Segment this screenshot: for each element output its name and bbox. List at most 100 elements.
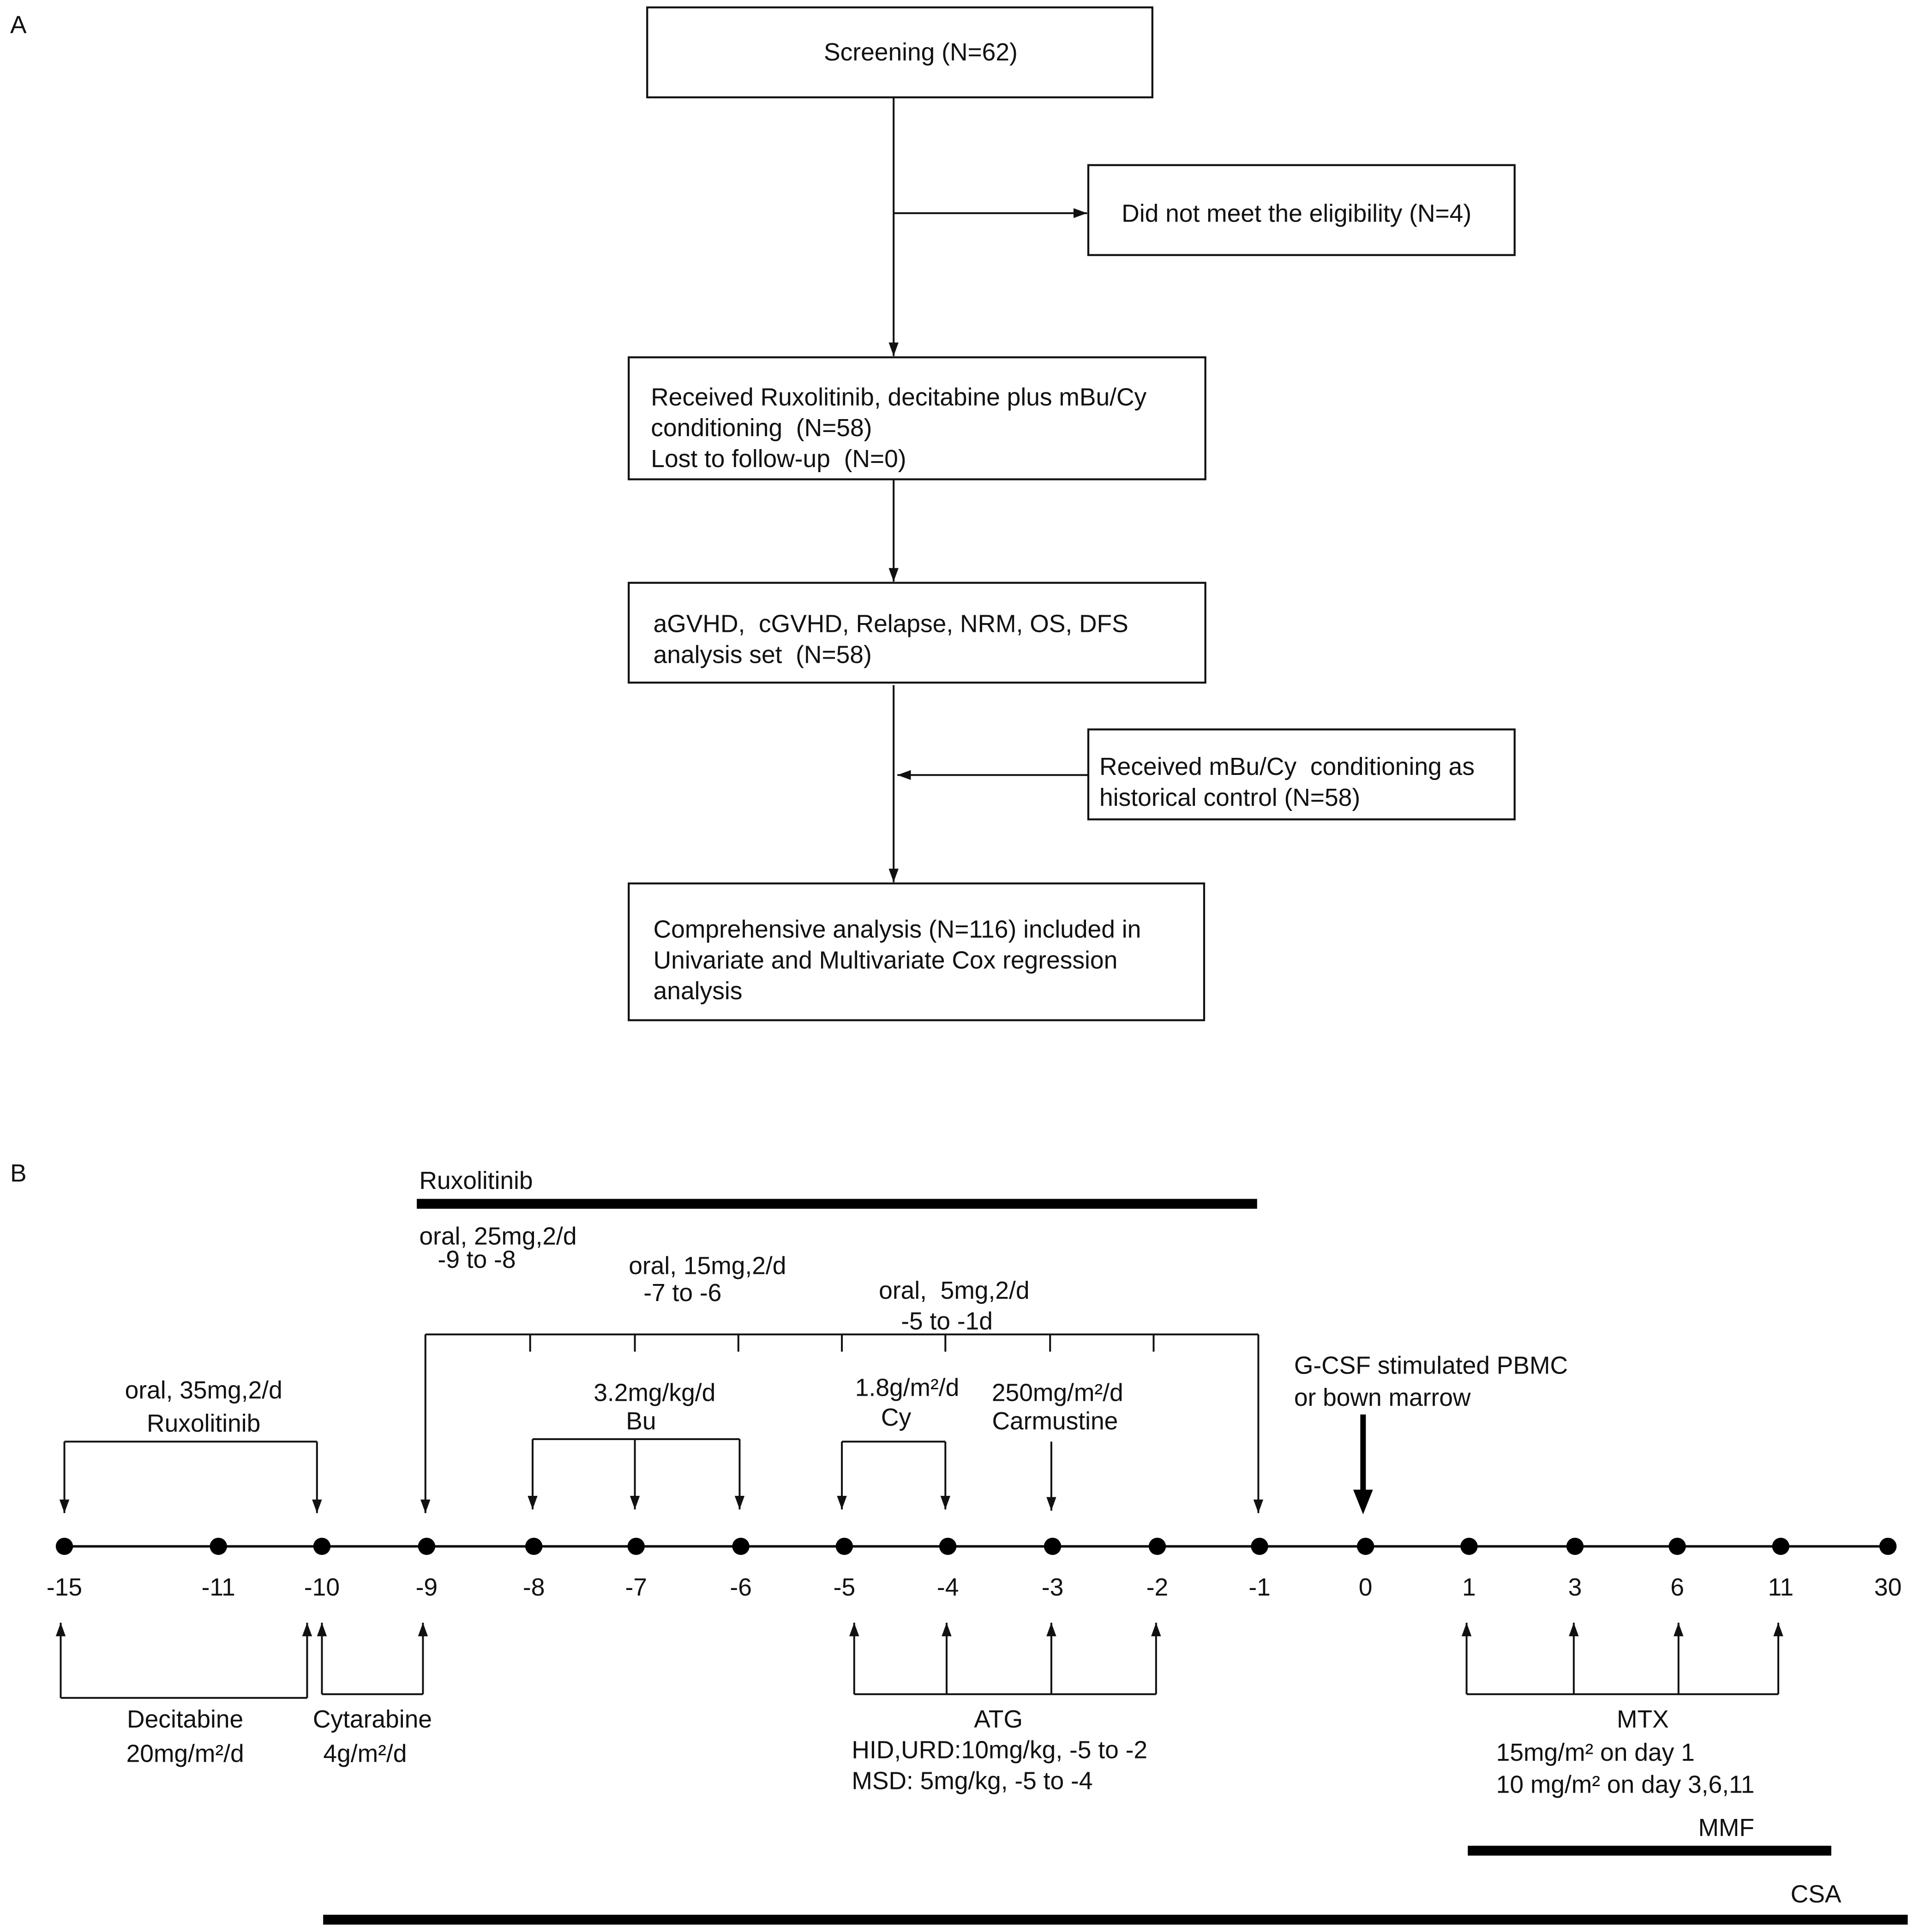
cytarabine-dose: 4g/m²/d — [323, 1740, 407, 1768]
analysis-set-box — [628, 582, 1206, 684]
csa-label: CSA — [1791, 1881, 1842, 1908]
timeline-day-label: 6 — [1670, 1574, 1684, 1601]
atg-drug: ATG — [974, 1706, 1023, 1733]
timeline-day-label: -6 — [730, 1574, 751, 1601]
bu-drug: Bu — [626, 1408, 656, 1435]
screening-box — [646, 6, 1153, 99]
carmustine-drug: Carmustine — [992, 1408, 1118, 1435]
analysis-set-text-line-1: aGVHD, cGVHD, Relapse, NRM, OS, DFS — [654, 611, 1128, 638]
panel-b: B Ruxolitinib oral, 25mg,2/d -9 to -8 or… — [10, 1160, 1908, 1925]
timeline-dot — [525, 1537, 543, 1555]
comprehensive-analysis-box — [628, 882, 1206, 1021]
timeline-dot — [1566, 1537, 1584, 1555]
timeline-day-label: -11 — [202, 1574, 235, 1601]
timeline-day-label: -7 — [625, 1574, 647, 1601]
atg-line-2: MSD: 5mg/kg, -5 to -4 — [852, 1767, 1092, 1794]
timeline-dot — [835, 1537, 853, 1555]
timeline-dot — [1251, 1537, 1268, 1555]
pre-rux-bracket — [59, 1440, 322, 1513]
graft-text-line-2: or bown marrow — [1294, 1384, 1471, 1411]
comprehensive-text-line-1: Comprehensive analysis (N=116) included … — [654, 916, 1141, 943]
timeline-dot — [55, 1537, 73, 1555]
timeline-day-label: 0 — [1359, 1574, 1373, 1601]
cytarabine-bracket — [317, 1622, 428, 1695]
timeline-day-label: 11 — [1768, 1574, 1794, 1601]
csa-duration-bar — [323, 1914, 1908, 1925]
timeline-day-label: -5 — [834, 1574, 855, 1601]
historical-control-text-line-2: historical control (N=58) — [1099, 784, 1360, 811]
rux-dose-1: oral, 25mg,2/d — [419, 1223, 576, 1250]
pre-rux-drug: Ruxolitinib — [147, 1410, 260, 1437]
timeline-day-label: -3 — [1042, 1574, 1063, 1601]
timeline-dot — [1772, 1537, 1790, 1555]
received-box — [628, 356, 1206, 480]
panel-b-label: B — [10, 1160, 27, 1187]
mtx-bracket — [1461, 1622, 1783, 1695]
timeline-dot — [1668, 1537, 1686, 1555]
timeline-dot — [1044, 1537, 1062, 1555]
screening-text: Screening (N=62) — [824, 39, 1018, 66]
timeline-day-label: -10 — [304, 1574, 340, 1601]
decitabine-drug: Decitabine — [127, 1706, 243, 1733]
atg-line-1: HID,URD:10mg/kg, -5 to -2 — [852, 1737, 1147, 1764]
rux-days-1: -9 to -8 — [438, 1246, 516, 1273]
historical-control-text-line-1: Received mBu/Cy conditioning as — [1099, 753, 1475, 780]
graft-arrow-head — [1353, 1489, 1373, 1514]
timeline-dot — [1148, 1537, 1166, 1555]
timeline-day-label: -9 — [416, 1574, 438, 1601]
timeline-dot — [1356, 1537, 1374, 1555]
atg-bracket — [849, 1622, 1161, 1695]
ruxolitinib-duration-bar — [417, 1199, 1257, 1209]
graft-infusion-arrow — [1353, 1414, 1373, 1514]
rux-dose-2: oral, 15mg,2/d — [629, 1252, 786, 1279]
timeline-dot — [627, 1537, 645, 1555]
comprehensive-text-line-2: Univariate and Multivariate Cox regressi… — [654, 947, 1118, 974]
mmf-label: MMF — [1698, 1814, 1754, 1842]
received-text-line-2: conditioning (N=58) — [651, 414, 872, 442]
panel-a: A Screening (N=62) Did not meet the elig… — [10, 6, 1516, 1021]
timeline-day-label: -4 — [937, 1574, 959, 1601]
bu-dose: 3.2mg/kg/d — [594, 1379, 715, 1406]
rux-days-2: -7 to -6 — [643, 1279, 721, 1307]
timeline-day-label: -15 — [47, 1574, 82, 1601]
rux-dose-3: oral, 5mg,2/d — [879, 1277, 1029, 1304]
decitabine-bracket — [55, 1622, 312, 1699]
received-text-line-1: Received Ruxolitinib, decitabine plus mB… — [651, 384, 1146, 411]
mtx-line-1: 15mg/m² on day 1 — [1496, 1739, 1695, 1766]
carmustine-dose: 250mg/m²/d — [992, 1379, 1123, 1406]
timeline-dot — [939, 1537, 957, 1555]
cy-dose: 1.8g/m²/d — [855, 1374, 959, 1402]
bu-bracket — [528, 1438, 745, 1510]
timeline-dot — [1460, 1537, 1478, 1555]
ruxolitinib-daily-bracket — [420, 1333, 1264, 1513]
mtx-drug: MTX — [1617, 1706, 1669, 1733]
timeline-day-label: -2 — [1146, 1574, 1168, 1601]
timeline-dot — [418, 1537, 436, 1555]
mtx-line-2: 10 mg/m² on day 3,6,11 — [1496, 1771, 1755, 1798]
decitabine-dose: 20mg/m²/d — [126, 1740, 244, 1768]
timeline-day-label: -8 — [523, 1574, 545, 1601]
excluded-box — [1087, 164, 1516, 256]
rux-days-3: -5 to -1d — [901, 1308, 993, 1335]
pre-rux-dose: oral, 35mg,2/d — [125, 1377, 282, 1404]
timeline-dot — [732, 1537, 750, 1555]
timeline-dot — [210, 1537, 227, 1555]
analysis-set-text-line-2: analysis set (N=58) — [654, 641, 872, 668]
timeline-day-label: 30 — [1874, 1574, 1902, 1601]
timeline-day-label: -1 — [1248, 1574, 1270, 1601]
received-text-line-3: Lost to follow-up (N=0) — [651, 445, 906, 473]
excluded-text: Did not meet the eligibility (N=4) — [1122, 200, 1471, 228]
timeline-dot — [1879, 1537, 1897, 1555]
ruxolitinib-bar-label: Ruxolitinib — [419, 1167, 533, 1194]
graft-text-line-1: G-CSF stimulated PBMC — [1294, 1352, 1568, 1380]
cy-bracket — [837, 1440, 950, 1510]
comprehensive-text-line-3: analysis — [654, 978, 743, 1005]
panel-a-label: A — [10, 12, 27, 39]
timeline-day-label: 1 — [1462, 1574, 1476, 1601]
cytarabine-drug: Cytarabine — [313, 1706, 432, 1733]
mmf-duration-bar — [1468, 1846, 1831, 1856]
timeline-day-label: 3 — [1568, 1574, 1582, 1601]
timeline-dot — [313, 1537, 331, 1555]
